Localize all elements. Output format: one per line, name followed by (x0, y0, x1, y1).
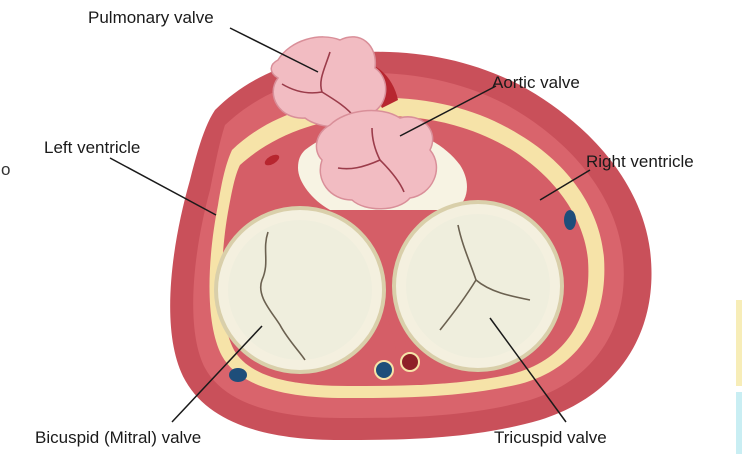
stray-letter: o (1, 160, 10, 180)
label-right-ventricle: Right ventricle (586, 152, 694, 172)
label-aortic-valve: Aortic valve (492, 73, 580, 93)
aortic-valve-graphic (316, 111, 436, 209)
edge-strip-yellow (736, 300, 742, 386)
coronary-vessel-red-bottom (401, 353, 419, 371)
coronary-vessel-blue-bottom (375, 361, 393, 379)
label-pulmonary-valve: Pulmonary valve (88, 8, 214, 28)
edge-strip-cyan (736, 392, 742, 454)
label-tricuspid-valve: Tricuspid valve (494, 428, 607, 448)
label-left-ventricle: Left ventricle (44, 138, 140, 158)
tricuspid-valve-leaflets (406, 214, 550, 358)
coronary-vessel-blue-left (229, 368, 247, 382)
label-bicuspid-valve: Bicuspid (Mitral) valve (35, 428, 201, 448)
coronary-vessel-blue-right (564, 210, 576, 230)
